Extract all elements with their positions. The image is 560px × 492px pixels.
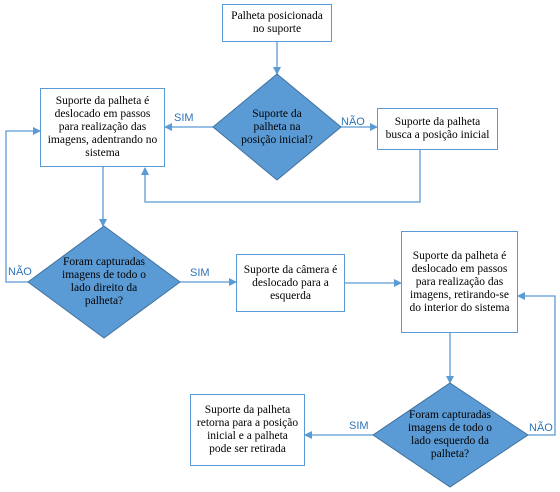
node-q-initial: Suporte da palheta na posição inicial? <box>241 107 313 146</box>
decision-diamond-initial <box>212 73 342 181</box>
node-camera-left: Suporte da câmera é deslocado para a esq… <box>236 254 345 312</box>
arrow-seek-initial-loop <box>141 150 421 203</box>
node-start: Palheta posicionada no suporte <box>222 4 332 42</box>
label-initial-no: NÃO <box>341 116 365 128</box>
node-seek-initial: Suporte da palheta busca a posição inici… <box>377 108 498 150</box>
label-left-yes: SIM <box>349 420 369 432</box>
decision-diamond-right <box>27 225 181 339</box>
arrow-q-left-no-loop <box>517 292 556 436</box>
node-move-in: Suporte da palheta é deslocado em passos… <box>40 88 165 167</box>
node-end: Suporte da palheta retorna para a posiçã… <box>190 394 305 466</box>
arrow-q-right-no-loop <box>5 127 41 283</box>
label-left-no: NÃO <box>529 422 553 434</box>
label-right-no: NÃO <box>8 266 32 278</box>
node-move-out: Suporte da palheta é deslocado em passos… <box>401 231 518 333</box>
node-q-left: Foram capturadas imagens de todo o lado … <box>408 409 492 460</box>
node-q-right: Foram capturadas imagens de todo o lado … <box>62 256 146 307</box>
label-initial-yes: SIM <box>174 112 194 124</box>
decision-diamond-left <box>372 382 529 488</box>
label-right-yes: SIM <box>190 267 210 279</box>
